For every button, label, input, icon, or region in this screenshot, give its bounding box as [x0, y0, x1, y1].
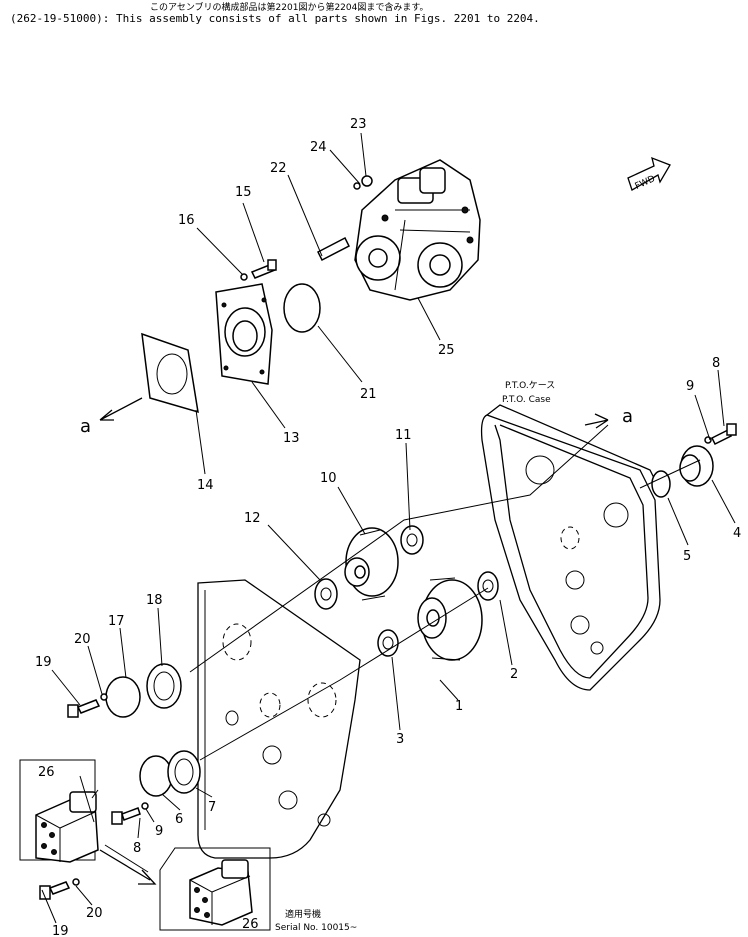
callout-14: 14: [197, 478, 214, 493]
washer-icon: [353, 182, 361, 190]
callout-8-lower: 8: [133, 841, 141, 856]
callout-5: 5: [683, 549, 691, 564]
reference-a-left: a: [80, 416, 91, 437]
gasket: [167, 750, 201, 794]
washer-icon: [240, 273, 248, 281]
blind-cover: [105, 676, 141, 718]
bearing: [477, 571, 499, 601]
gasket: [141, 332, 199, 414]
callout-4: 4: [733, 526, 741, 541]
callout-7: 7: [208, 800, 216, 815]
callout-23: 23: [350, 117, 367, 132]
inset-frame: [159, 847, 271, 931]
callout-19-upper: 19: [35, 655, 52, 670]
reference-arrow-icon: [99, 397, 143, 421]
bearing: [314, 578, 338, 610]
bolt-icon: [710, 423, 737, 446]
bearing-cover: [679, 445, 714, 487]
serial-label-jp: 適用号機: [285, 908, 321, 920]
bolt-icon: [67, 699, 101, 718]
bolt-icon: [39, 881, 71, 900]
callout-3: 3: [396, 732, 404, 747]
callout-1: 1: [455, 699, 463, 714]
callout-25: 25: [438, 343, 455, 358]
gear-pump: [35, 789, 99, 863]
washer-icon: [704, 436, 712, 444]
reference-a-right: a: [622, 406, 633, 427]
callout-26-left: 26: [38, 765, 55, 780]
bolt-icon: [250, 259, 277, 279]
callout-21: 21: [360, 387, 377, 402]
callout-labels: 1 2 3 4 5 6 7 8 8 9 9 10 11 12 13 14 15 …: [35, 117, 741, 937]
bearing: [377, 629, 399, 657]
pto-case: [480, 404, 661, 691]
axis-line: [199, 587, 489, 761]
bolt-icon: [111, 807, 141, 825]
callout-16: 16: [178, 213, 195, 228]
fwd-arrow-icon: [627, 156, 671, 191]
callout-11: 11: [395, 428, 412, 443]
callout-24: 24: [310, 140, 327, 155]
callout-2: 2: [510, 667, 518, 682]
cover-plate: [139, 755, 173, 797]
callout-8-upper: 8: [712, 356, 720, 371]
fwd-label: FWD: [634, 174, 657, 192]
housing-plate: [197, 579, 361, 859]
changeover-arrow-icon: [99, 849, 157, 885]
callout-20-lower: 20: [86, 906, 103, 921]
bearing: [400, 525, 424, 555]
gear-upper: [344, 527, 399, 601]
inset-frame: [19, 759, 96, 861]
flange-plate: [215, 283, 273, 385]
pto-case-label-en: P.T.O. Case: [502, 395, 551, 405]
callout-10: 10: [320, 471, 337, 486]
callout-17: 17: [108, 614, 125, 629]
callout-15: 15: [235, 185, 252, 200]
callout-22: 22: [270, 161, 287, 176]
gear-pump: [189, 859, 253, 926]
washer-icon: [100, 693, 108, 701]
leader-lines: [41, 132, 736, 924]
stud-bolt: [316, 236, 351, 262]
o-ring: [651, 470, 671, 498]
axis-line: [189, 424, 609, 673]
callout-18: 18: [146, 593, 163, 608]
washer-icon: [72, 878, 80, 886]
header-note-english: (262-19-51000): This assembly consists o…: [10, 12, 540, 25]
callout-6: 6: [175, 812, 183, 827]
callout-19-lower: 19: [52, 924, 69, 937]
pump-assembly: [354, 159, 481, 301]
axis-line: [639, 459, 701, 489]
nut-icon: [361, 175, 373, 187]
callout-9-upper: 9: [686, 379, 694, 394]
reference-arrow-icon: [584, 413, 609, 429]
callout-9-lower: 9: [155, 824, 163, 839]
o-ring: [283, 283, 321, 333]
callout-26-right: 26: [242, 917, 259, 932]
callout-20-upper: 20: [74, 632, 91, 647]
washer-icon: [141, 802, 149, 810]
gear-lower: [417, 577, 483, 661]
callout-12: 12: [244, 511, 261, 526]
serial-label-en: Serial No. 10015~: [275, 923, 357, 933]
header-note-japanese: このアセンブリの構成部品は第2201図から第2204図まで含みます。: [150, 3, 429, 13]
callout-13: 13: [283, 431, 300, 446]
pto-case-label-jp: P.T.O.ケース: [505, 380, 555, 391]
gasket: [146, 663, 182, 709]
